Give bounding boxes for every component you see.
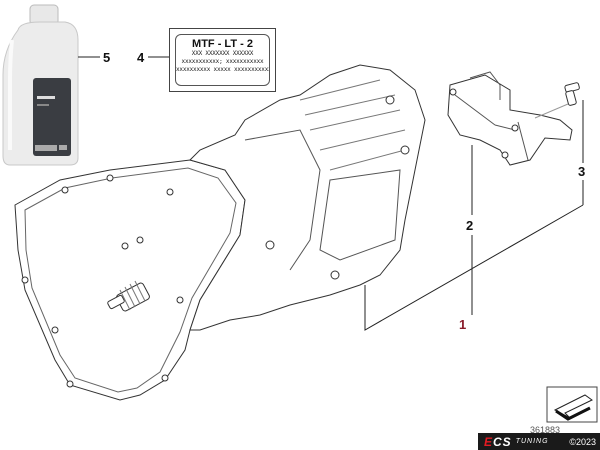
fluid-label-line-2: xxxxxxxxxxx; xxxxxxxxxxx [181,58,264,65]
copyright: ©2023 [569,436,596,447]
bracket-illustration [447,71,573,166]
fluid-label-line-3: xxxxxxxxxx xxxxx xxxxxxxxxxx [176,66,269,73]
orientation-arrow-icon [546,386,598,423]
callout-3[interactable]: 3 [578,164,586,179]
diagram-number: 361883 [530,425,561,435]
callout-5[interactable]: 5 [103,50,111,65]
callout-4[interactable]: 4 [137,50,145,65]
logo-tuning: TUNING [515,438,549,445]
transmission-illustration [14,64,426,401]
logo-cs: CS [493,434,512,449]
callout-1[interactable]: 1 [459,317,467,332]
ecs-logo: ECS [478,435,512,449]
callout-2[interactable]: 2 [466,218,474,233]
ecs-tuning-watermark: ECS TUNING ©2023 [478,433,600,450]
fluid-label-box: MTF - LT - 2 XXX XXXXXXX XXXXXX xxxxxxxx… [169,28,276,92]
fluid-label-inner: MTF - LT - 2 XXX XXXXXXX XXXXXX xxxxxxxx… [175,34,270,86]
logo-e: E [484,434,494,449]
leader-lines [364,100,584,331]
bolt-illustration [534,82,580,119]
fluid-bottle-illustration [2,4,79,166]
fluid-label-line-1: XXX XXXXXXX XXXXXX [191,50,254,57]
fluid-label-title: MTF - LT - 2 [192,38,253,50]
